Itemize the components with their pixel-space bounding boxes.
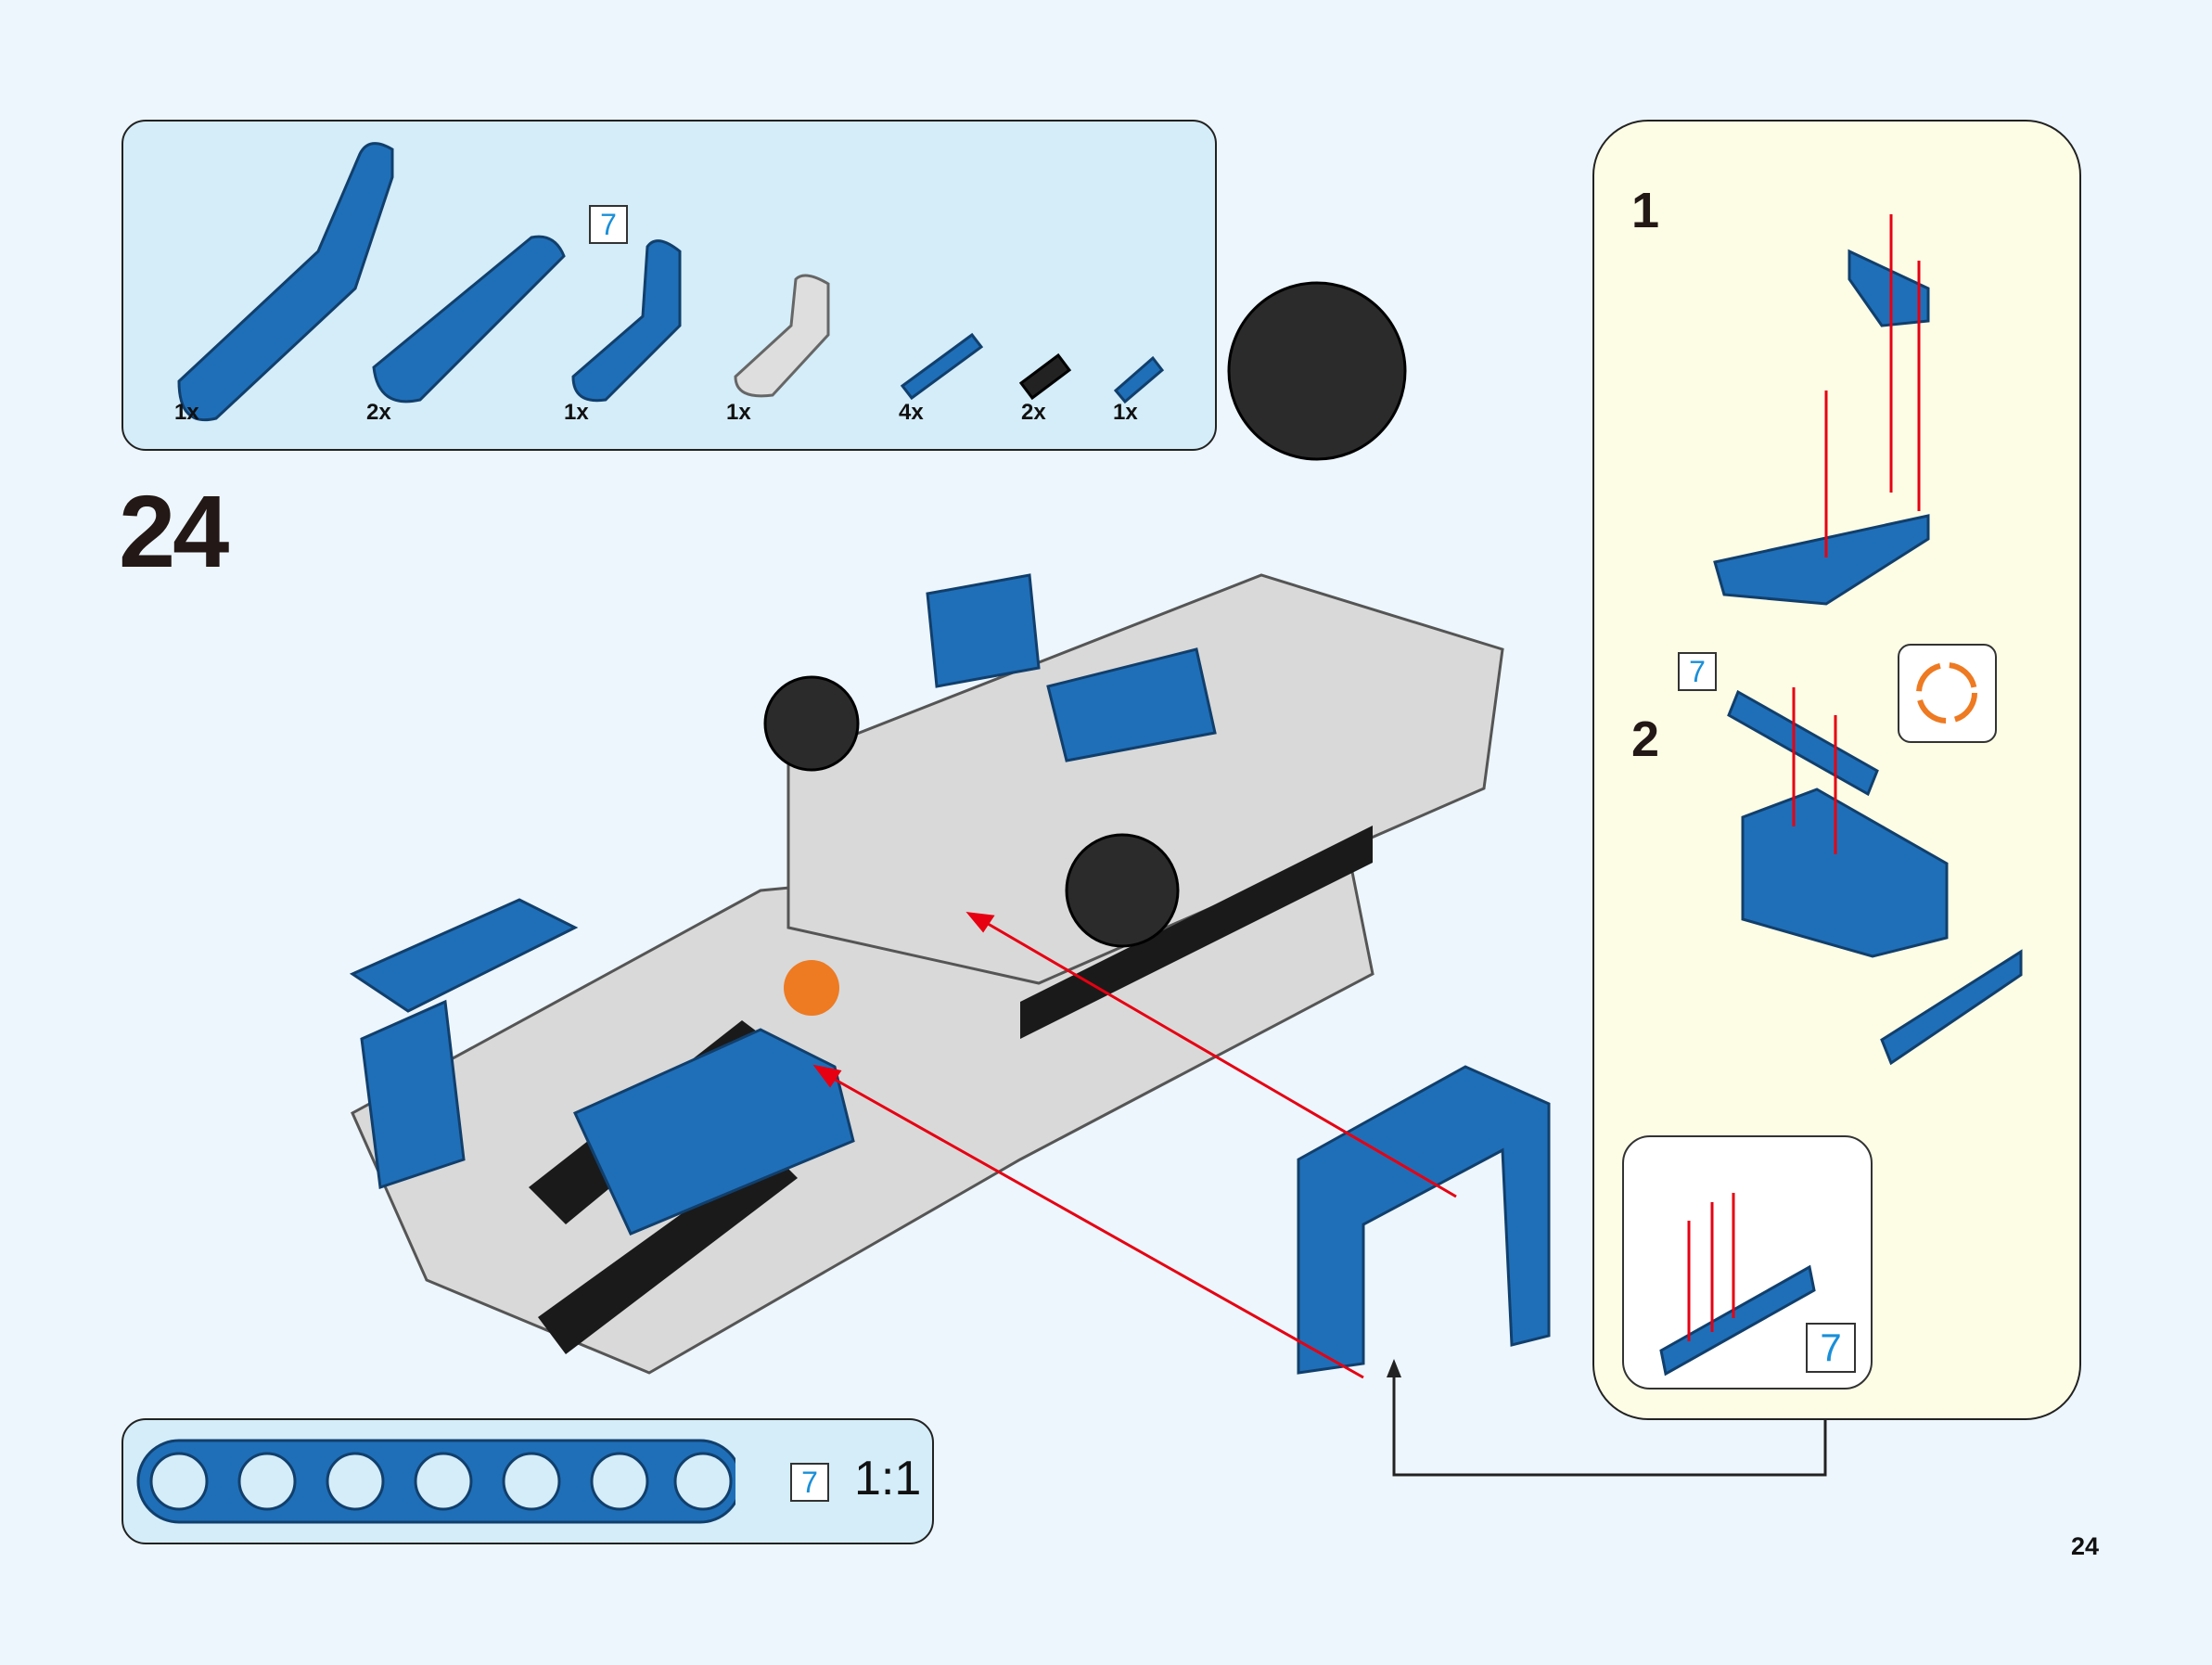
substep2-result	[1880, 949, 2023, 1066]
part-qty: 1x	[1113, 400, 1138, 425]
part-qty: 4x	[899, 400, 924, 425]
part-qty: 1x	[564, 400, 589, 425]
callout-illustration	[1659, 1193, 1816, 1377]
bent-beam-part	[177, 142, 394, 421]
l-beam-blue-part	[571, 239, 682, 403]
length-badge: 7	[1678, 652, 1717, 691]
frame-part	[1297, 1065, 1551, 1375]
rotate-icon	[1916, 662, 1977, 724]
blue-parts	[349, 573, 1217, 1236]
subassembly-illustrations	[1713, 214, 2023, 1066]
part-qty: 1x	[174, 400, 199, 425]
length-badge: 7	[790, 1463, 829, 1502]
length-badge: 7	[589, 205, 628, 244]
page-number: 24	[2071, 1532, 2100, 1560]
substep2-l-beam	[1741, 788, 1949, 958]
part-qty: 1x	[726, 400, 751, 425]
substep-number: 1	[1631, 183, 1660, 238]
pin-blue-short-part	[1113, 355, 1165, 404]
scale-ratio: 1:1	[854, 1452, 922, 1505]
l-beam-gray-part	[734, 274, 830, 398]
parts-list-panel: 7 1x 2x 1x 1x 4x 2x 1x	[121, 120, 1217, 451]
gears	[763, 281, 1407, 948]
sub-callout-box: 7	[1622, 1135, 1873, 1390]
parts-illustrations	[177, 142, 1165, 421]
beam-scale-panel: 7 1:1	[121, 1418, 934, 1544]
arrow-head-icon	[1387, 1359, 1401, 1377]
substep1-l-beam	[1848, 249, 1930, 327]
straight-beam-part	[372, 235, 566, 403]
substep1-beam	[1713, 514, 1930, 606]
step-number: 24	[119, 475, 229, 589]
length-badge: 7	[1806, 1323, 1856, 1373]
part-qty: 2x	[1021, 400, 1046, 425]
beam-7-full-size	[136, 1439, 735, 1524]
orange-part	[784, 960, 839, 1016]
rotate-model-indicator	[1898, 644, 1997, 743]
substep2-beam	[1727, 689, 1879, 797]
pin-blue-long-part	[900, 332, 984, 401]
part-qty: 2x	[366, 400, 391, 425]
substep-number: 2	[1631, 711, 1660, 767]
pin-black-part	[1018, 352, 1072, 401]
assembly-arrows	[812, 912, 1457, 1379]
